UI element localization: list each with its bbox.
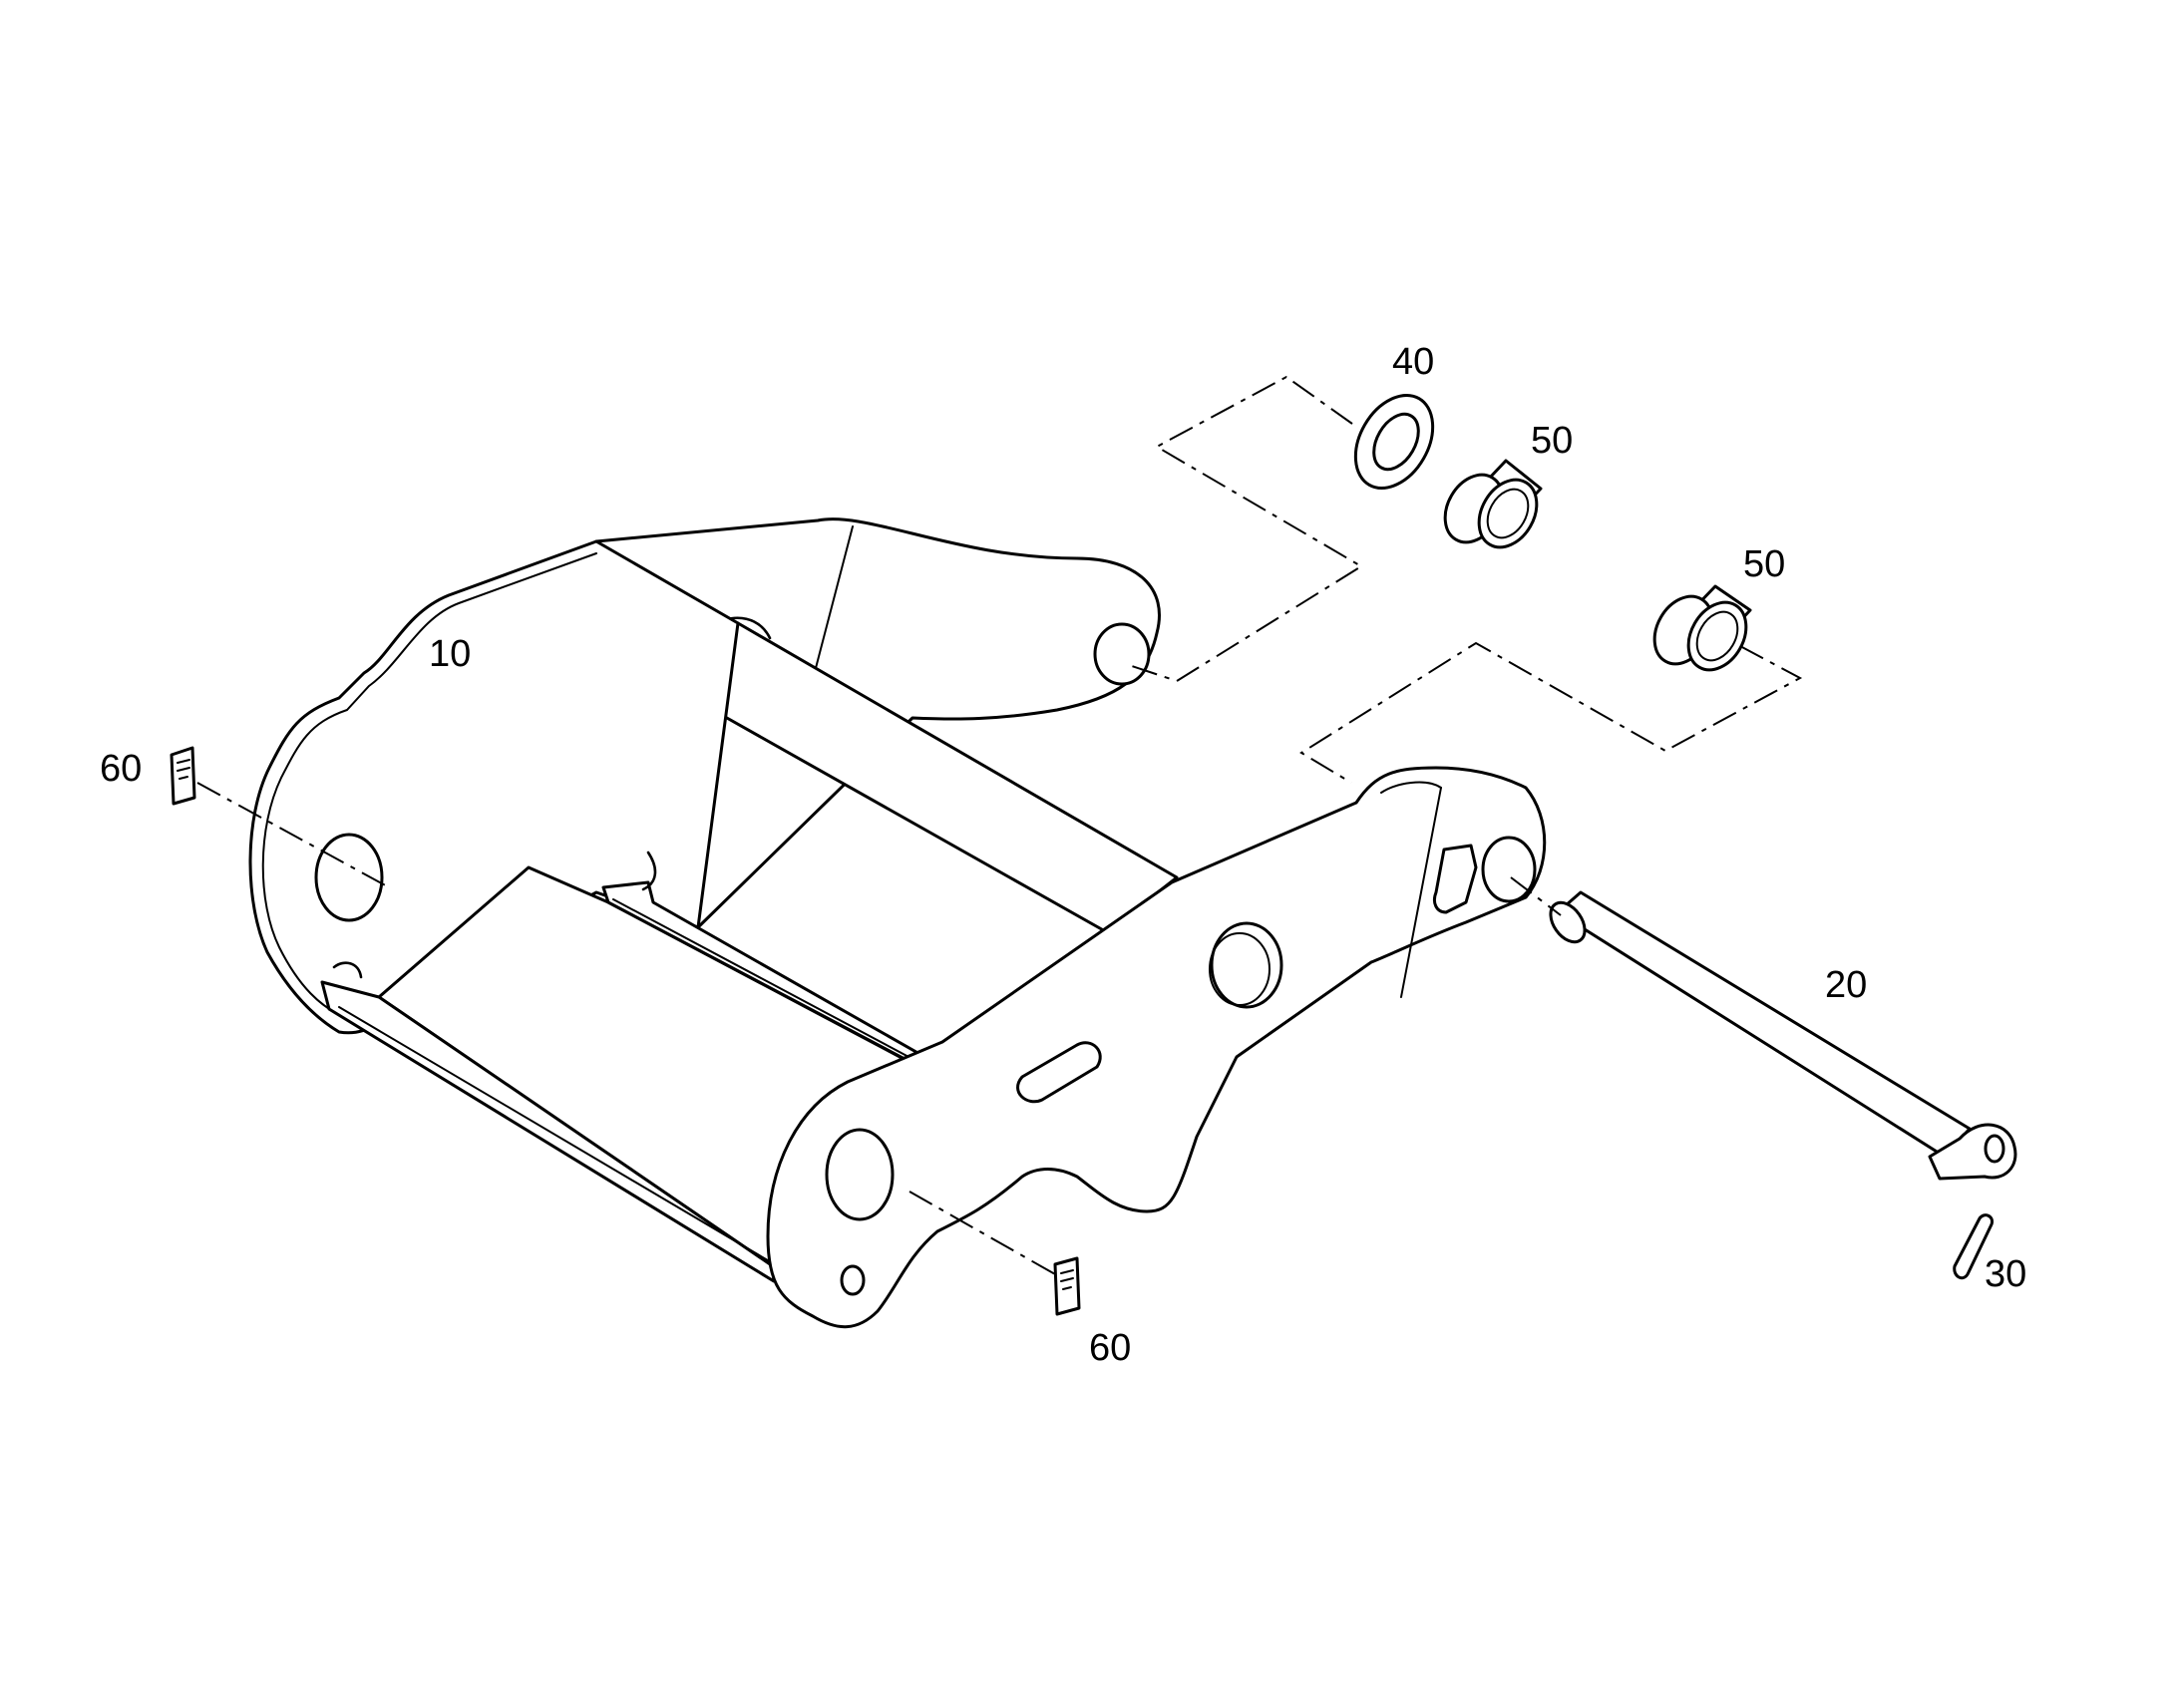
frame-back-hole xyxy=(1093,622,1151,686)
frame-front-lip xyxy=(332,961,363,979)
frame-lock-bracket xyxy=(1432,844,1478,914)
assembly-line-washer xyxy=(1131,375,1363,683)
washer-part xyxy=(1353,393,1435,491)
frame-small-hole xyxy=(840,1264,866,1296)
frame-left-plate-inner xyxy=(261,552,597,1018)
label-part-left xyxy=(170,746,196,806)
frame-right-back-hole xyxy=(1481,836,1537,903)
bushing-lower-part xyxy=(1652,584,1752,672)
frame-back-plate-edge xyxy=(815,525,854,669)
callout-50-lower: 50 xyxy=(1743,543,1785,585)
callout-50-upper: 50 xyxy=(1531,420,1573,462)
assembly-line-bushing xyxy=(1299,641,1803,784)
label-part-right xyxy=(1053,1256,1081,1316)
assembly-line-label-left xyxy=(196,782,390,888)
frame-slot xyxy=(1016,1041,1102,1104)
label-left-body xyxy=(170,746,196,806)
frame-boss xyxy=(1210,921,1283,1009)
washer-inner xyxy=(1372,412,1420,472)
pin-part xyxy=(1549,890,2017,1181)
callout-60-left: 60 xyxy=(100,748,142,790)
label-left-marks xyxy=(177,759,190,780)
frame-part xyxy=(248,517,1547,1329)
lock-plate-part xyxy=(1953,1213,1995,1280)
pin-head-hole xyxy=(1984,1134,2005,1164)
callout-60-right: 60 xyxy=(1089,1327,1131,1369)
bushing-lower-front xyxy=(1686,600,1748,672)
frame-front-rail-line xyxy=(338,1006,779,1267)
bushing-upper-front xyxy=(1477,478,1539,549)
label-right-body xyxy=(1053,1256,1081,1316)
callout-10: 10 xyxy=(429,633,471,675)
bushing-lower-bore xyxy=(1695,610,1739,662)
bushing-upper-bore xyxy=(1486,488,1530,539)
frame-right-plate xyxy=(766,766,1547,1329)
frame-right-front-hole xyxy=(825,1128,895,1221)
frame-right-plate-top xyxy=(1380,781,1442,794)
assembly-line-label-right xyxy=(908,1191,1056,1275)
label-right-marks xyxy=(1060,1269,1074,1290)
callout-20: 20 xyxy=(1825,964,1867,1006)
callout-30: 30 xyxy=(1985,1253,2026,1295)
frame-mid-rail-line xyxy=(612,898,943,1076)
pin-shaft xyxy=(1556,890,1972,1159)
frame-right-plate-edge xyxy=(1400,787,1442,998)
frame-mid-lip xyxy=(641,851,657,891)
frame-boss-inner xyxy=(1209,932,1271,1006)
assembly-line-pin xyxy=(1510,876,1562,916)
bushing-upper-part xyxy=(1443,459,1543,549)
pin-end xyxy=(1549,900,1587,944)
callout-40: 40 xyxy=(1392,341,1434,383)
